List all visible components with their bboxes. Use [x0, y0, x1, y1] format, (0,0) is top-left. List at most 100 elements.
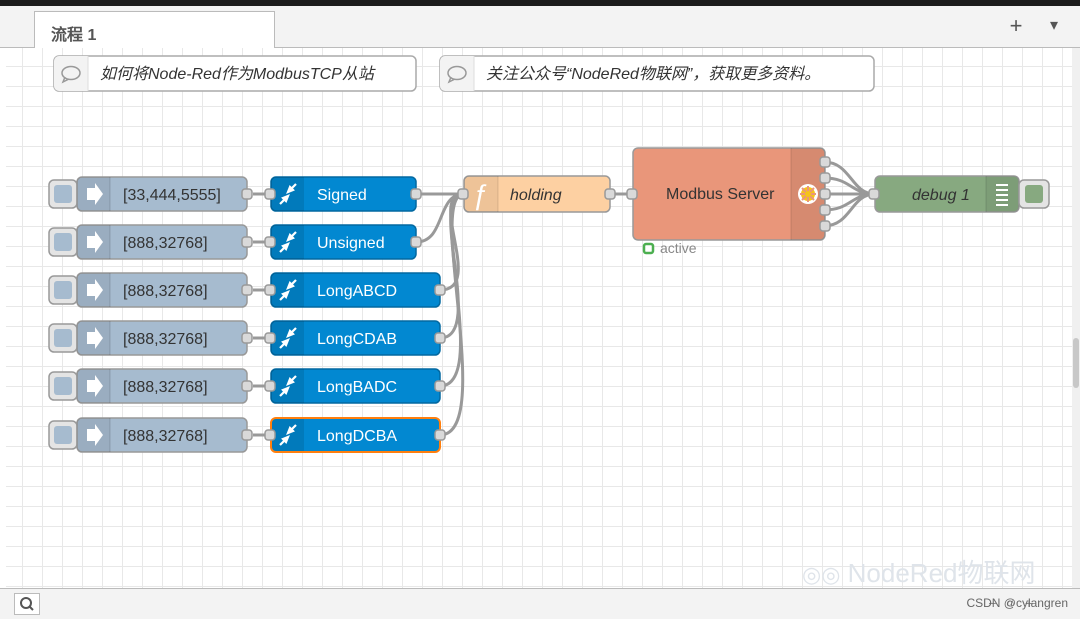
- input-port[interactable]: [264, 332, 276, 344]
- compress-arrows-icon: [279, 375, 297, 397]
- output-port[interactable]: [819, 188, 831, 200]
- output-port[interactable]: [241, 188, 253, 200]
- inject-node-1[interactable]: [888,32768]: [48, 224, 253, 260]
- arrow-right-icon: [87, 183, 103, 205]
- status-text: active: [660, 240, 697, 256]
- output-port[interactable]: [434, 380, 446, 392]
- compress-arrows-icon: [279, 424, 297, 446]
- buffer-label: LongDCBA: [317, 428, 397, 445]
- compress-arrows-icon: [279, 183, 297, 205]
- zoom-controls[interactable]: − ○ +: [988, 595, 1036, 611]
- compress-arrows-icon: [279, 279, 297, 301]
- inject-node-2[interactable]: [888,32768]: [48, 272, 253, 308]
- input-port[interactable]: [264, 429, 276, 441]
- window-top-bar: [0, 0, 1080, 6]
- input-port[interactable]: [264, 284, 276, 296]
- input-port[interactable]: [457, 188, 469, 200]
- list-lines-icon: [996, 184, 1008, 206]
- function-label: holding: [510, 187, 562, 204]
- inject-node-0[interactable]: [33,444,5555]: [48, 176, 253, 212]
- watermark-text: NodeRed物联网: [847, 558, 1036, 588]
- wechat-icon: ◎◎: [802, 562, 841, 587]
- output-port[interactable]: [434, 429, 446, 441]
- debug-node[interactable]: debug 1: [868, 175, 1050, 213]
- arrow-right-icon: [87, 231, 103, 253]
- function-icon: ƒ: [472, 179, 488, 210]
- plus-icon: +: [1009, 13, 1023, 38]
- output-port[interactable]: [434, 284, 446, 296]
- output-port[interactable]: [241, 380, 253, 392]
- chevron-down-icon: ▾: [1049, 17, 1059, 34]
- modbus-server-node[interactable]: Modbus Server: [626, 147, 831, 241]
- output-port[interactable]: [819, 172, 831, 184]
- buffer-label: LongABCD: [317, 283, 397, 300]
- credit-text: CSDN @cylangren: [966, 596, 1068, 610]
- output-port[interactable]: [434, 332, 446, 344]
- output-port[interactable]: [819, 204, 831, 216]
- scrollbar-thumb[interactable]: [1073, 338, 1079, 388]
- inject-node-3[interactable]: [888,32768]: [48, 320, 253, 356]
- output-port[interactable]: [819, 156, 831, 168]
- footer-bar: − ○ + CSDN @cylangren: [0, 588, 1080, 619]
- buffer-label: Unsigned: [317, 235, 385, 252]
- buffer-node-2[interactable]: LongABCD: [264, 272, 446, 308]
- inject-label: [33,444,5555]: [123, 187, 221, 204]
- output-port[interactable]: [241, 332, 253, 344]
- inject-label: [888,32768]: [123, 235, 208, 252]
- input-port[interactable]: [868, 188, 880, 200]
- output-port[interactable]: [604, 188, 616, 200]
- comment-text: 关注公众号“NodeRed物联网”，获取更多资料。: [486, 65, 820, 83]
- comment-node[interactable]: 如何将Node-Red作为ModbusTCP从站: [53, 55, 417, 92]
- buffer-label: LongBADC: [317, 379, 397, 396]
- buffer-label: Signed: [317, 187, 367, 204]
- vertical-scrollbar[interactable]: [1072, 48, 1080, 588]
- function-node[interactable]: ƒ holding: [457, 175, 616, 213]
- comment-icon: [447, 65, 467, 84]
- inject-node-5[interactable]: [888,32768]: [48, 417, 253, 453]
- search-icon: [20, 597, 34, 611]
- gear-icon: [798, 184, 818, 204]
- debug-label: debug 1: [912, 187, 970, 204]
- tab-menu-button[interactable]: ▾: [1042, 14, 1066, 38]
- buffer-node-0[interactable]: Signed: [264, 176, 422, 212]
- buffer-node-5[interactable]: LongDCBA: [264, 417, 446, 453]
- arrow-right-icon: [87, 424, 103, 446]
- comment-node[interactable]: 关注公众号“NodeRed物联网”，获取更多资料。: [439, 55, 875, 92]
- buffer-node-3[interactable]: LongCDAB: [264, 320, 446, 356]
- output-port[interactable]: [241, 236, 253, 248]
- status-indicator-icon: [642, 242, 655, 255]
- modbus-label: Modbus Server: [666, 186, 775, 203]
- inject-node-4[interactable]: [888,32768]: [48, 368, 253, 404]
- arrow-right-icon: [87, 279, 103, 301]
- search-button[interactable]: [14, 593, 40, 615]
- output-port[interactable]: [241, 284, 253, 296]
- comment-icon: [61, 65, 81, 84]
- buffer-node-1[interactable]: Unsigned: [264, 224, 422, 260]
- tab-bar: 流程 1 + ▾: [0, 6, 1080, 49]
- output-port[interactable]: [819, 220, 831, 232]
- output-port[interactable]: [410, 188, 422, 200]
- input-port[interactable]: [264, 380, 276, 392]
- buffer-label: LongCDAB: [317, 331, 397, 348]
- inject-label: [888,32768]: [123, 379, 208, 396]
- input-port[interactable]: [626, 188, 638, 200]
- comment-text: 如何将Node-Red作为ModbusTCP从站: [100, 65, 376, 83]
- output-port[interactable]: [241, 429, 253, 441]
- inject-label: [888,32768]: [123, 428, 208, 445]
- flow-workspace[interactable]: 如何将Node-Red作为ModbusTCP从站 关注公众号“NodeRed物联…: [6, 48, 1072, 588]
- output-port[interactable]: [410, 236, 422, 248]
- tab-flow-1[interactable]: 流程 1: [34, 11, 275, 49]
- inject-label: [888,32768]: [123, 331, 208, 348]
- add-tab-button[interactable]: +: [1004, 14, 1028, 38]
- buffer-node-4[interactable]: LongBADC: [264, 368, 446, 404]
- compress-arrows-icon: [279, 327, 297, 349]
- arrow-right-icon: [87, 327, 103, 349]
- input-port[interactable]: [264, 236, 276, 248]
- wechat-watermark: ◎◎ NodeRed物联网: [802, 553, 1036, 590]
- input-port[interactable]: [264, 188, 276, 200]
- inject-label: [888,32768]: [123, 283, 208, 300]
- arrow-right-icon: [87, 375, 103, 397]
- compress-arrows-icon: [279, 231, 297, 253]
- tab-label: 流程 1: [51, 27, 97, 44]
- status-badge: active: [642, 240, 697, 256]
